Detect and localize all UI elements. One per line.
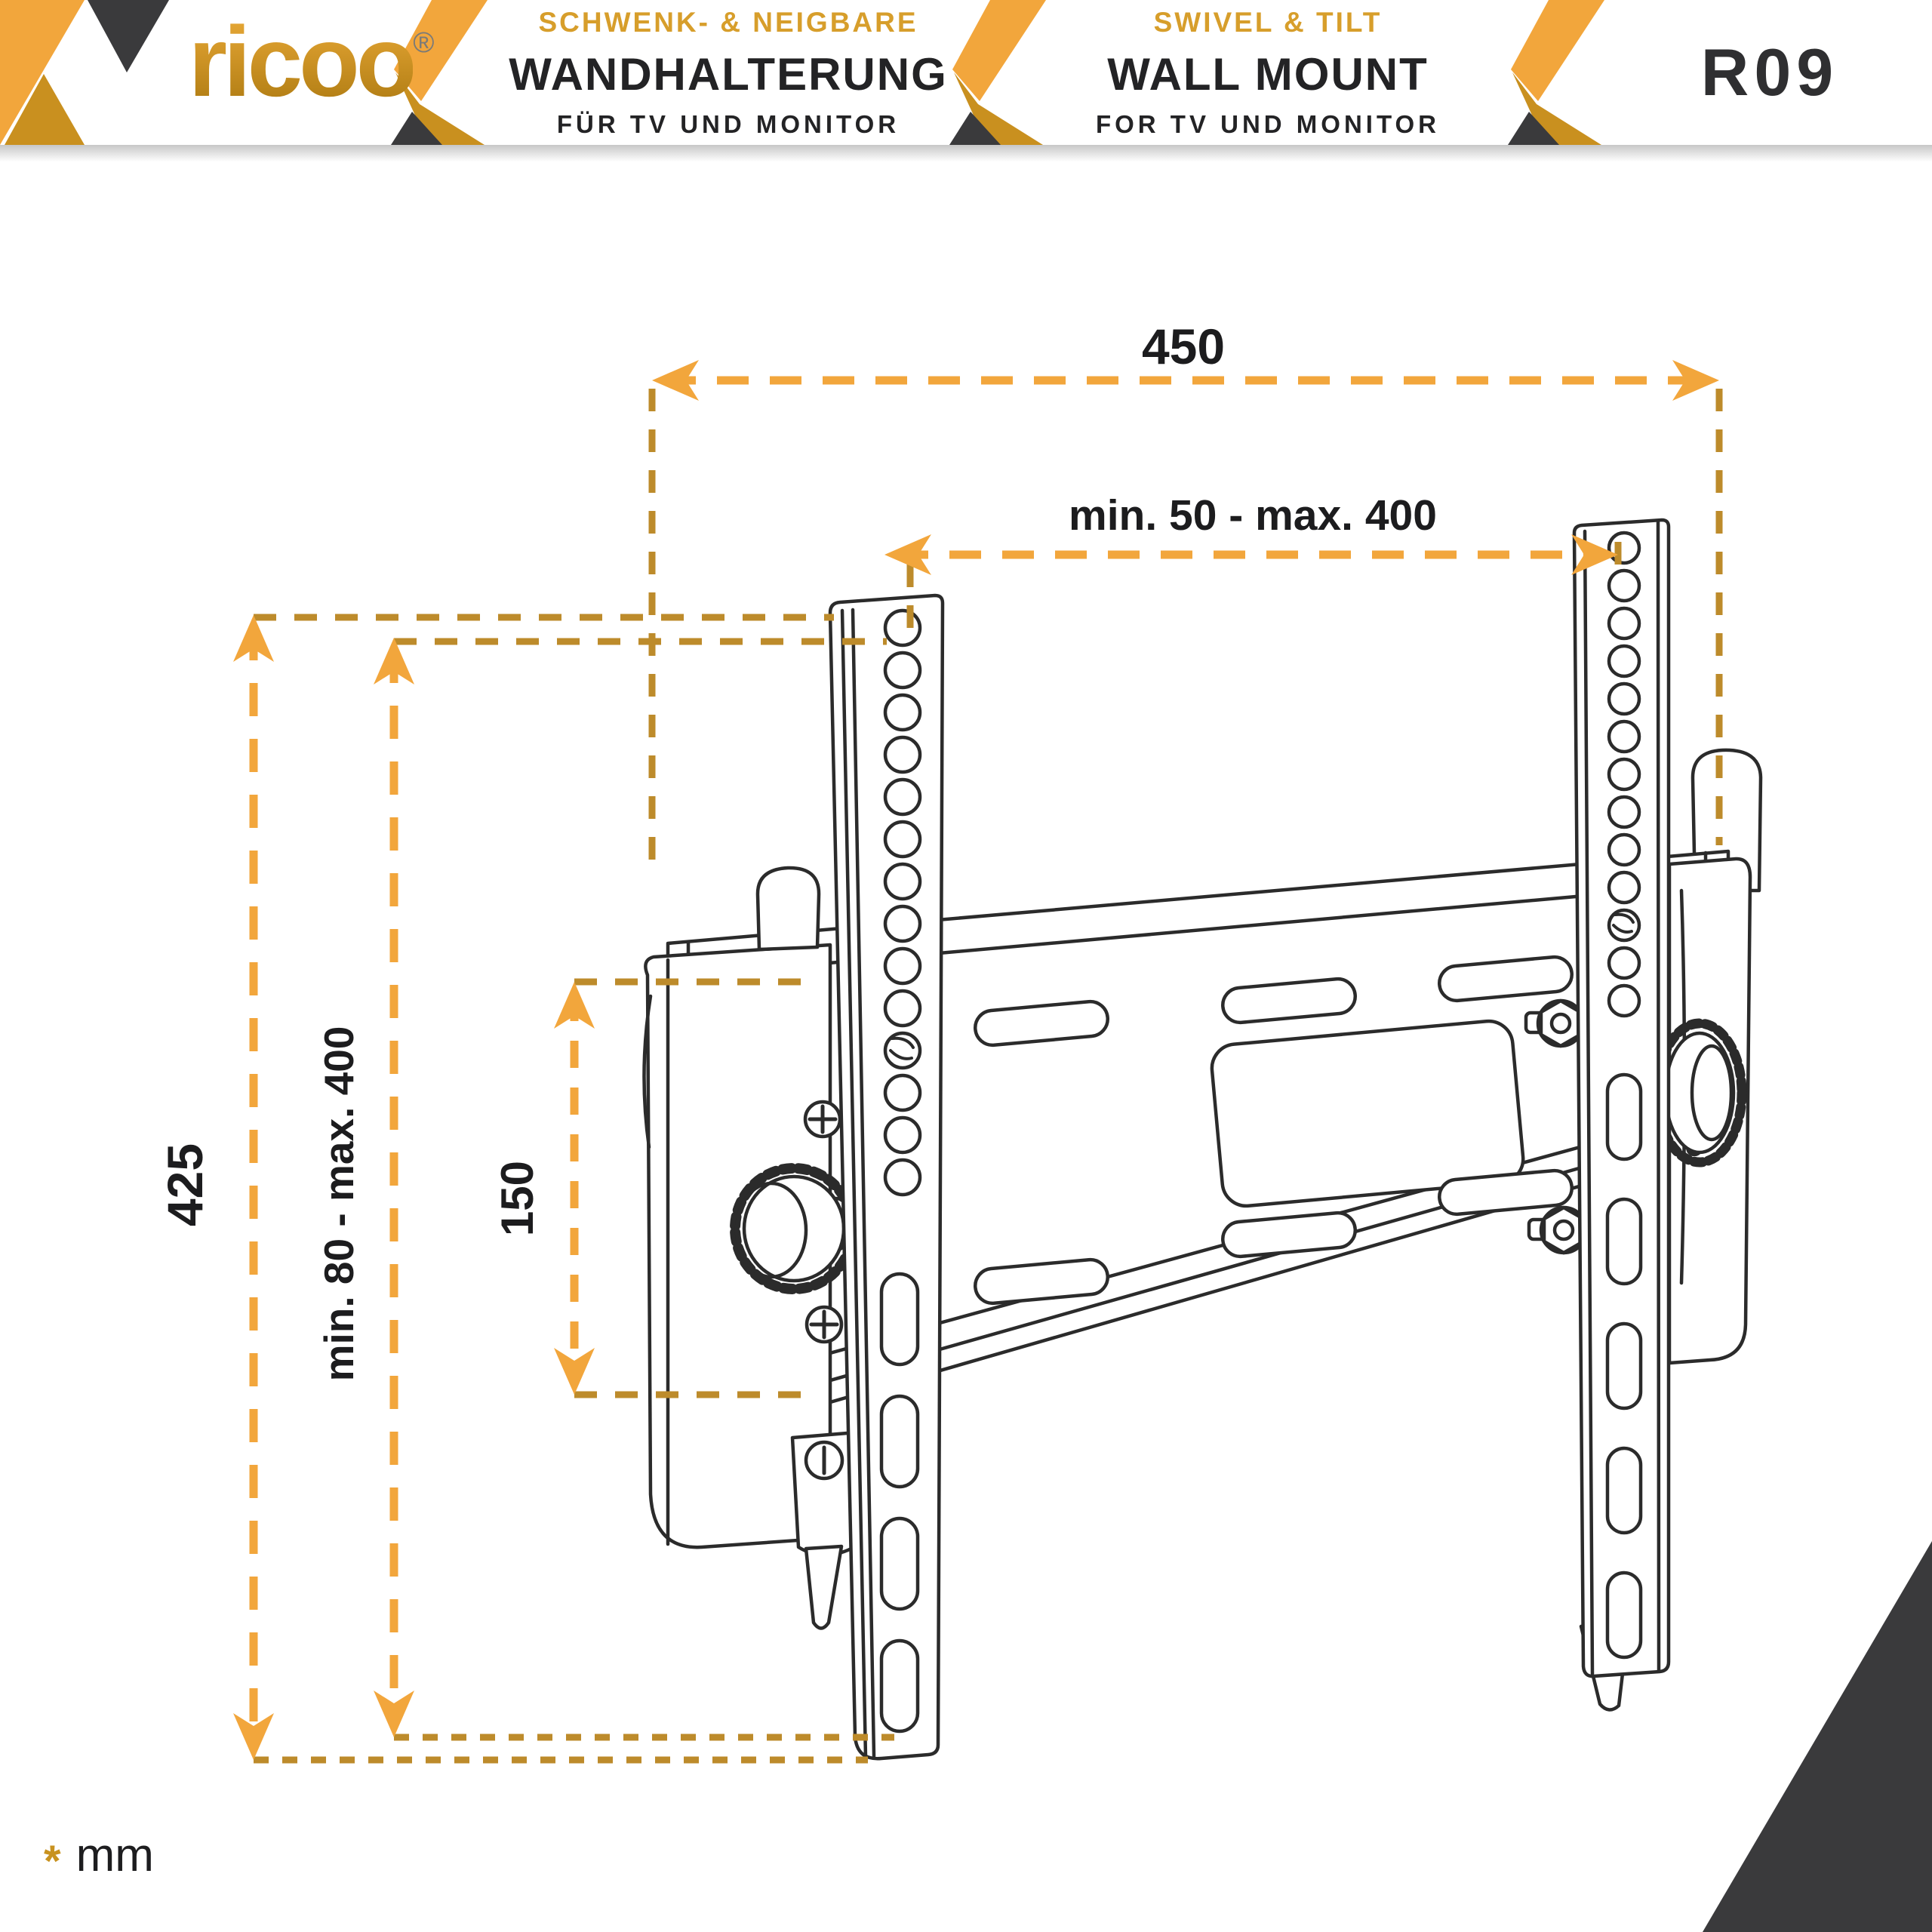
header-decoration: [0, 0, 1604, 145]
left-knob: [730, 1163, 858, 1294]
left-tilt-bracket: [642, 943, 859, 1630]
safety-screw: [883, 1031, 922, 1070]
dim-vesa-width: min. 50 - max. 400: [1069, 491, 1437, 540]
bracket-nut: [1527, 1205, 1589, 1255]
german-subtitle: SCHWENK- & NEIGBARE: [538, 6, 918, 38]
registered-trademark-icon: ®: [413, 27, 434, 59]
dim-plate-width: 450: [1142, 318, 1225, 374]
bracket-screw: [804, 1305, 844, 1344]
bracket-nut: [1524, 998, 1586, 1048]
english-title: WALL MOUNT: [1107, 48, 1429, 100]
english-caption: FOR TV UND MONITOR: [1095, 109, 1441, 138]
dimension-annotations: 450 min. 50 - max. 400 425 min. 80 - max…: [157, 318, 1723, 1764]
asterisk-icon: *: [44, 1837, 61, 1886]
wall-mount-drawing: [642, 518, 1763, 1761]
dim-vesa-height: min. 80 - max. 400: [315, 1026, 362, 1382]
german-caption: FÜR TV UND MONITOR: [556, 109, 900, 138]
dim-bracket-spacing: 150: [492, 1161, 543, 1236]
german-title: WANDHALTERUNG: [509, 48, 948, 100]
unit-footnote: * mm: [44, 1832, 154, 1884]
wall-mount-diagram: 450 min. 50 - max. 400 425 min. 80 - max…: [157, 318, 1763, 1764]
chevron-divider-icon: [1508, 0, 1604, 145]
dimension-labels: 450 min. 50 - max. 400 425 min. 80 - max…: [157, 318, 1437, 1381]
header-shadow: [0, 145, 1932, 166]
dim-overall-height: 425: [157, 1143, 213, 1226]
title-block-german: SCHWENK- & NEIGBARE WANDHALTERUNG FÜR TV…: [509, 0, 946, 145]
measure-lines: [249, 376, 1707, 1748]
brand-logo: ricoo®: [147, 5, 472, 118]
title-block-english: SWIVEL & TILT WALL MOUNT FOR TV UND MONI…: [1053, 0, 1483, 145]
unit-label: mm: [75, 1829, 154, 1881]
right-vesa-rail: [1572, 518, 1671, 1678]
bracket-screw: [803, 1100, 842, 1139]
english-subtitle: SWIVEL & TILT: [1153, 6, 1383, 38]
chevron-divider-icon: [949, 0, 1046, 145]
corner-ribbon-icon: [0, 0, 169, 145]
header-banner: ricoo® SCHWENK- & NEIGBARE WANDHALTERUNG…: [0, 0, 1932, 145]
left-vesa-rail: [828, 593, 945, 1761]
model-number: R09: [1700, 35, 1839, 109]
left-hook-tab: [755, 866, 821, 952]
latch-screw: [804, 1440, 844, 1481]
brand-logo-text: ricoo: [188, 6, 417, 117]
safety-screw: [1607, 908, 1641, 943]
projection-lines: [254, 389, 1723, 1764]
